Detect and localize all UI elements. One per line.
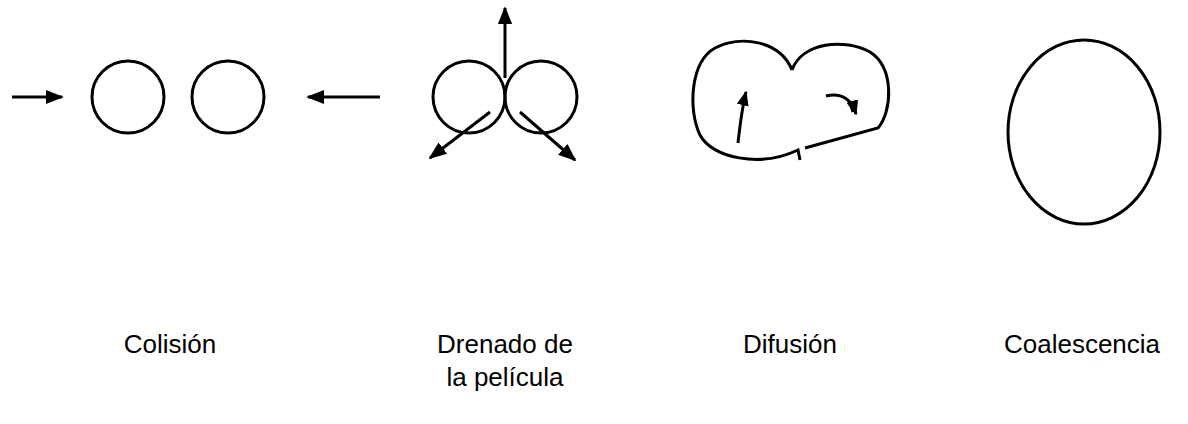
drainage-arrow bbox=[520, 112, 575, 160]
droplet bbox=[505, 61, 577, 133]
approach-arrow bbox=[308, 96, 380, 99]
flow-arrow bbox=[738, 92, 746, 143]
approach-arrow bbox=[12, 96, 62, 99]
coalesced-droplet bbox=[1008, 40, 1160, 224]
droplet bbox=[433, 61, 505, 133]
flow-arrow bbox=[826, 95, 856, 114]
droplet bbox=[192, 61, 264, 133]
droplet bbox=[92, 61, 164, 133]
stage-label: Drenado de la película bbox=[430, 328, 580, 393]
drainage-arrow bbox=[430, 112, 490, 158]
stage-label: Coalescencia bbox=[982, 328, 1182, 361]
stage-label: Difusión bbox=[690, 328, 890, 361]
flow-mark bbox=[850, 102, 853, 112]
stage-label: Colisión bbox=[70, 328, 270, 361]
drainage-arrow bbox=[504, 8, 507, 78]
merging-droplet-outline bbox=[693, 41, 800, 160]
merging-droplet-outline bbox=[792, 44, 889, 148]
